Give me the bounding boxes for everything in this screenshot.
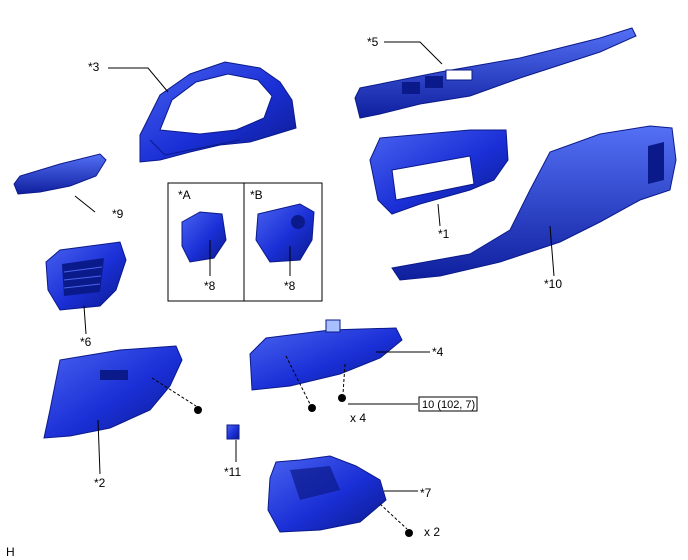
part-10-lower-panel	[391, 125, 677, 281]
screws	[194, 394, 413, 537]
label-box-b: *B	[250, 188, 263, 202]
part-2-lower-side-panel	[43, 345, 183, 439]
label-part-8-b: *8	[284, 279, 296, 293]
part-1-center-bezel	[369, 129, 509, 215]
label-part-3: *3	[88, 60, 100, 74]
torque-spec: 10 (102, 7)	[422, 399, 475, 411]
label-qty-4: x 4	[350, 411, 366, 425]
torque-box	[418, 396, 478, 412]
leader-lines	[74, 41, 555, 492]
fastener-lines	[151, 355, 408, 530]
label-part-2: *2	[94, 476, 106, 490]
part-6-side-vent	[45, 241, 127, 311]
part-5-upper-panel	[354, 27, 637, 119]
label-part-4: *4	[432, 345, 444, 359]
label-part-1: *1	[438, 227, 450, 241]
part-9-trim-strip	[13, 153, 107, 195]
label-qty-2: x 2	[424, 525, 440, 539]
label-part-5: *5	[367, 35, 379, 49]
label-part-10: *10	[544, 277, 562, 291]
part-3-meter-hood	[139, 61, 297, 163]
label-part-6: *6	[80, 335, 92, 349]
label-part-9: *9	[112, 207, 124, 221]
label-box-a: *A	[178, 188, 191, 202]
detail-box	[167, 182, 323, 302]
part-7-lower-bracket	[267, 455, 387, 533]
part-4-lower-cover	[249, 319, 403, 391]
label-corner: H	[6, 545, 15, 559]
part-11-clip	[226, 424, 240, 440]
label-part-7: *7	[420, 486, 432, 500]
label-part-8-a: *8	[204, 279, 216, 293]
label-part-11: *11	[224, 465, 241, 479]
